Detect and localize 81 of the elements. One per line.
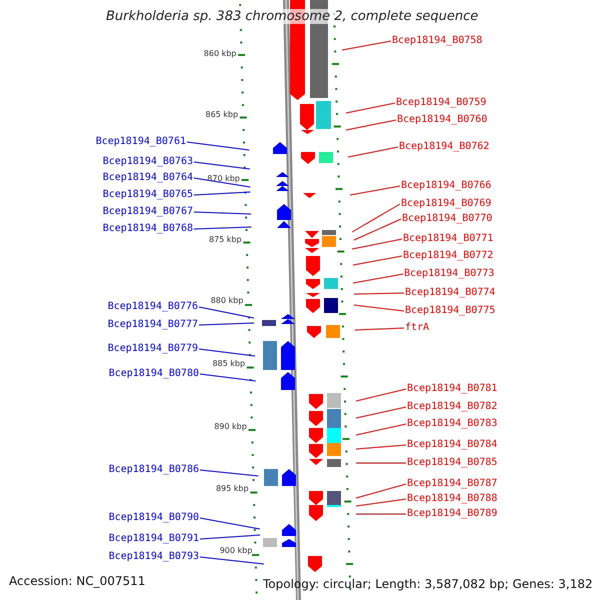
gene-label: Bcep18194_B0765	[102, 189, 193, 201]
scale-label: 865 kbp	[205, 110, 238, 119]
scale-label: 885 kbp	[212, 359, 246, 368]
leader-line	[198, 306, 254, 318]
leader-line	[352, 256, 402, 266]
leader-line	[352, 238, 402, 250]
gene-label: Bcep18194_B0788	[407, 493, 498, 505]
topology-text: Topology: circular; Length: 3,587,082 bp; Genes: 3,182	[263, 577, 593, 591]
leader-line	[354, 292, 404, 294]
leader-line	[198, 322, 255, 326]
leader-line	[186, 142, 250, 150]
gene-label: Bcep18194_B0772	[403, 250, 494, 262]
gene-label: Bcep18194_B0774	[405, 287, 496, 299]
gene-label: ftrA	[405, 322, 430, 334]
scale-label: 860 kbp	[204, 49, 236, 58]
scale-label: 875 kbp	[208, 235, 242, 244]
leader-line	[194, 192, 251, 196]
leader-line	[352, 204, 400, 232]
gene-label: Bcep18194_B0763	[102, 156, 193, 168]
gene-label: Bcep18194_B0777	[108, 319, 198, 331]
leader-line	[342, 40, 392, 50]
leader-line	[200, 374, 256, 382]
scale-label: 890 kbp	[214, 422, 247, 431]
leader-line	[200, 534, 260, 540]
gene-label: Bcep18194_B0784	[407, 439, 498, 451]
gene-label: Bcep18194_B0759	[396, 97, 486, 109]
gene-label: Bcep18194_B0758	[392, 35, 482, 47]
title: Burkholderia sp. 383 chromosome 2, complete sequence	[106, 9, 478, 24]
gene-label: Bcep18194_B0770	[402, 213, 492, 225]
gene-label: Bcep18194_B0779	[108, 343, 198, 355]
gene-label: Bcep18194_B0769	[401, 198, 492, 210]
gene-label: Bcep18194_B0789	[407, 508, 498, 520]
gene-label: Bcep18194_B0776	[108, 301, 198, 313]
gene-label: Bcep18194_B0791	[108, 533, 199, 545]
gene-label: Bcep18194_B0768	[102, 223, 193, 235]
gene-label: Bcep18194_B0762	[399, 141, 490, 153]
leader-line	[356, 498, 406, 506]
gene-label: Bcep18194_B0780	[108, 368, 199, 380]
gene-label: Bcep18194_B0793	[108, 551, 199, 563]
leader-line	[194, 212, 252, 214]
leader-line	[356, 388, 406, 402]
leader-line	[356, 424, 406, 436]
scale-label: 880 kbp	[210, 296, 244, 305]
leader-line	[194, 162, 250, 170]
gene-label: Bcep18194_B0786	[108, 464, 199, 476]
leader-line	[356, 484, 406, 498]
gene-label: Bcep18194_B0783	[407, 418, 498, 430]
gene-label: Bcep18194_B0767	[102, 206, 193, 218]
leader-line	[200, 470, 259, 476]
leader-line	[194, 226, 252, 230]
leader-line	[352, 274, 404, 284]
gene-label: Bcep18194_B0790	[108, 512, 199, 524]
leader-line	[198, 348, 256, 356]
gene-label: Bcep18194_B0782	[407, 401, 498, 413]
accession-text: Accession: NC_007511	[9, 574, 146, 588]
gene-label: Bcep18194_B0785	[407, 457, 498, 469]
leader-line	[354, 328, 404, 330]
leader-line	[348, 146, 398, 158]
leader-line	[356, 462, 406, 464]
gene-label: Bcep18194_B0781	[407, 383, 498, 395]
scale-label: 900 kbp	[220, 546, 252, 555]
leader-line	[354, 218, 402, 240]
leader-line	[194, 178, 251, 188]
gene-label: Bcep18194_B0761	[96, 136, 186, 148]
leader-line	[350, 186, 400, 196]
scale-label: 870 kbp	[207, 174, 240, 183]
gene-label: Bcep18194_B0773	[404, 268, 494, 280]
leader-line	[354, 304, 404, 312]
gene-label: Bcep18194_B0771	[403, 233, 494, 245]
leader-line	[356, 406, 406, 418]
leader-line	[200, 518, 260, 530]
gene-label: Bcep18194_B0787	[407, 478, 498, 490]
leader-line	[200, 556, 264, 564]
leader-line	[346, 120, 396, 130]
leader-line	[356, 444, 406, 450]
leader-line	[346, 102, 396, 114]
gene-label: Bcep18194_B0775	[405, 305, 496, 317]
gene-label: Bcep18194_B0766	[401, 180, 492, 192]
gene-label: Bcep18194_B0760	[397, 114, 488, 126]
gene-label: Bcep18194_B0764	[102, 172, 193, 184]
scale-label: 895 kbp	[216, 484, 249, 493]
